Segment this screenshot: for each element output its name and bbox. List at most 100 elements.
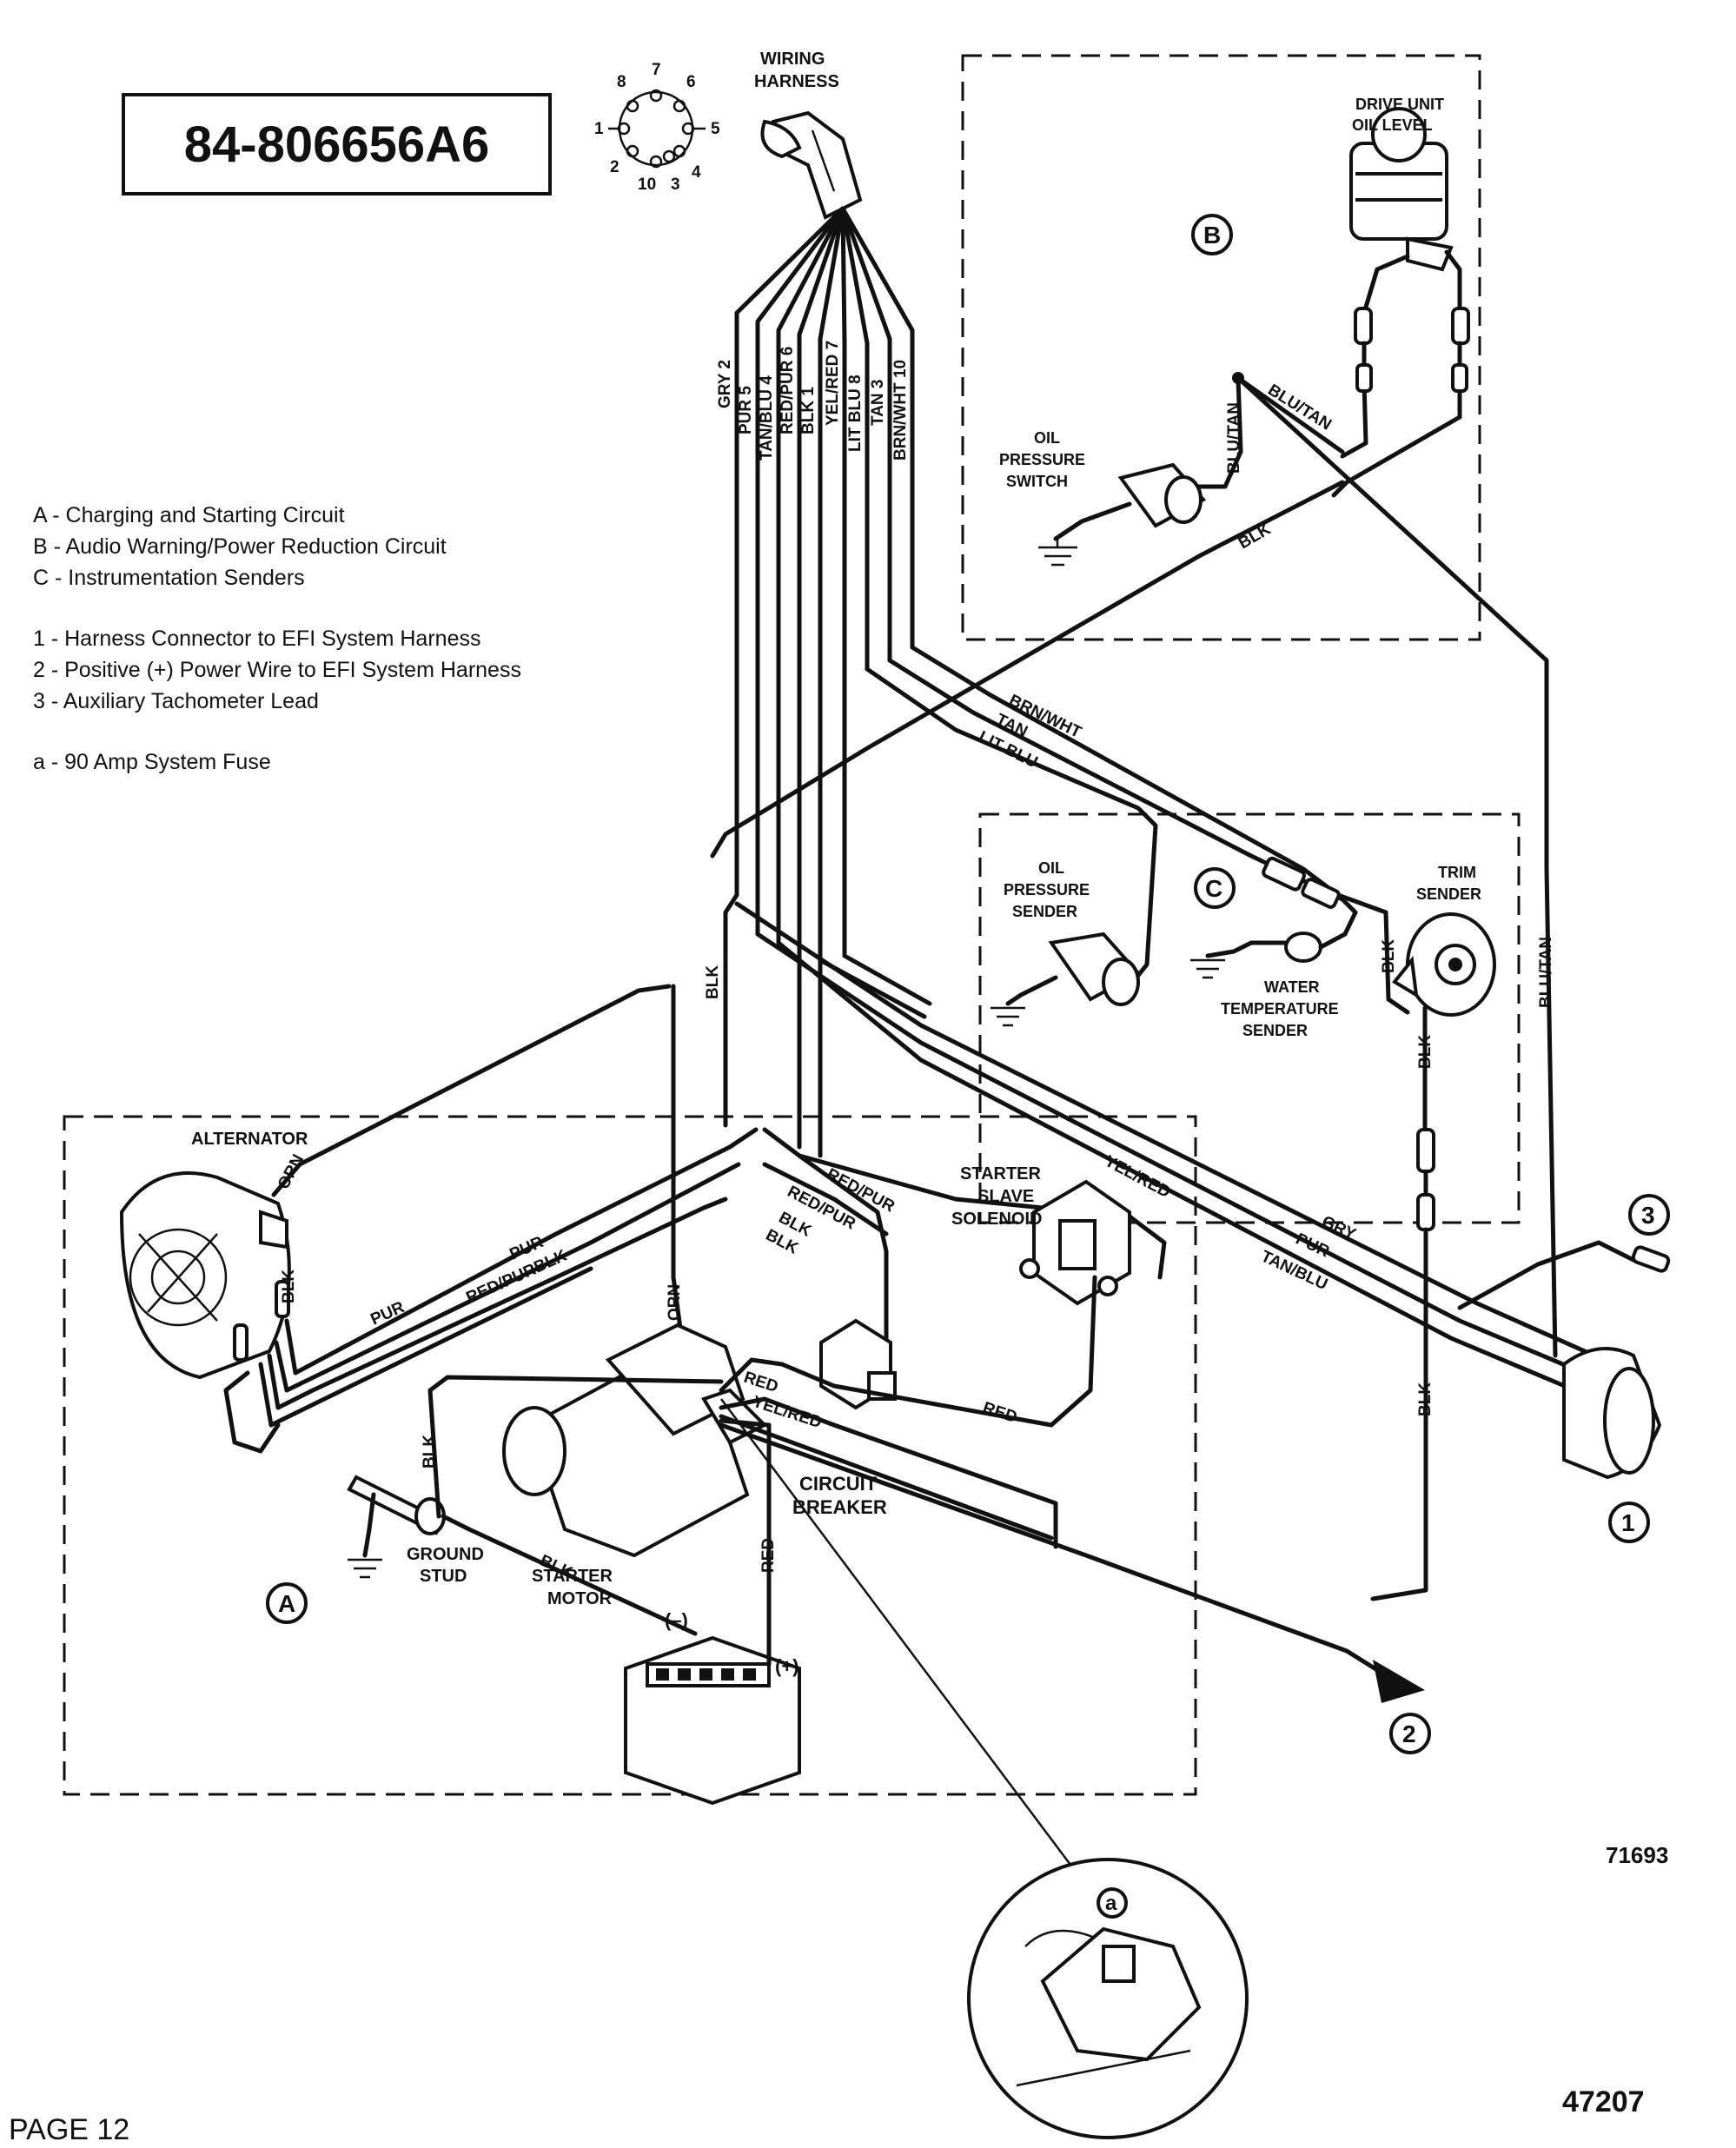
- legend-item-2: 2 - Positive (+) Power Wire to EFI Syste…: [33, 658, 521, 682]
- water-temp-label-3: SENDER: [1242, 1022, 1308, 1039]
- starter-slave-solenoid: [1019, 1179, 1131, 1306]
- oil-pressure-sender-label-1: OIL: [1038, 859, 1064, 877]
- drive-unit-oil-reservoir: [1331, 107, 1470, 498]
- starter-motor-label-2: MOTOR: [547, 1589, 613, 1608]
- wire-red-battery: RED: [759, 1538, 778, 1573]
- oil-pressure-sender-label-2: PRESSURE: [1004, 881, 1090, 898]
- wiring-harness-label-2: HARNESS: [754, 72, 839, 91]
- legend-item-3: 3 - Auxiliary Tachometer Lead: [33, 689, 319, 713]
- harness-wire-labels: GRY 2 PUR 5 TAN/BLU 4 RED/PUR 6 BLK 1 YE…: [716, 341, 910, 461]
- wire-orn-alt: ORN: [275, 1151, 308, 1192]
- part-number-box: 84-806656A6: [122, 93, 552, 196]
- wire-tan-blu-4: TAN/BLU 4: [758, 375, 776, 461]
- oil-pressure-switch-label-1: OIL: [1034, 429, 1060, 447]
- wire-orn-vertical: ORN: [666, 1284, 684, 1321]
- trim-sender-label-2: SENDER: [1416, 885, 1481, 903]
- battery-positive: (+): [775, 1655, 799, 1677]
- wire-blk-alt-vertical: BLK: [280, 1270, 298, 1303]
- callout-1: 1: [1621, 1509, 1635, 1536]
- trim-sender-label-1: TRIM: [1438, 864, 1476, 881]
- wire-red-2: RED: [980, 1399, 1019, 1427]
- pin-3: 3: [671, 176, 680, 194]
- page-number: PAGE 12: [9, 2113, 130, 2146]
- pin-4: 4: [692, 163, 701, 182]
- connector-pin-diagram: 7 6 8 1 5 2 10 3 4: [594, 61, 720, 194]
- legend-item-fuse: a - 90 Amp System Fuse: [33, 750, 271, 774]
- wire-gry-2: GRY 2: [716, 360, 734, 408]
- solenoid-label-3: SOLENOID: [951, 1210, 1042, 1229]
- starter-motor: [502, 1323, 768, 1558]
- wire-blu-tan-2: BLU/TAN: [1225, 402, 1243, 474]
- callout-a: A: [278, 1590, 295, 1617]
- legend-item-1: 1 - Harness Connector to EFI System Harn…: [33, 626, 481, 651]
- wire-red-1: RED: [741, 1369, 780, 1396]
- wire-pur-5: PUR 5: [737, 386, 755, 434]
- oil-pressure-switch-label-3: SWITCH: [1006, 473, 1068, 490]
- wire-blk-right: BLK: [1416, 1382, 1435, 1416]
- battery: [624, 1635, 801, 1806]
- pin-2: 2: [610, 158, 620, 176]
- wire-gry: GRY: [1319, 1212, 1359, 1243]
- pin-1: 1: [594, 120, 604, 138]
- callout-c-circle: [1194, 867, 1236, 909]
- figure-number-page: 47207: [1562, 2085, 1645, 2118]
- circuit-breaker-label-2: BREAKER: [792, 1496, 887, 1518]
- callout-a-lower-circle: [1097, 1887, 1128, 1919]
- ground-stud-label-2: STUD: [420, 1567, 467, 1586]
- ground-stud-label-1: GROUND: [407, 1545, 484, 1564]
- wire-blk-trim-2: BLK: [1416, 1035, 1435, 1069]
- circuit-box-b: [961, 54, 1481, 641]
- circuit-box-a: [63, 1115, 1197, 1796]
- callout-c: C: [1205, 875, 1222, 902]
- wire-blk-vertical: BLK: [704, 965, 722, 999]
- wire-blu-tan-1: BLU/TAN: [1264, 381, 1335, 434]
- arrow-positive-power: [1373, 1660, 1425, 1703]
- drive-unit-label-1: DRIVE UNIT: [1355, 96, 1444, 113]
- callout-a-circle: [266, 1582, 308, 1624]
- efi-harness-connector: [1562, 1347, 1662, 1480]
- oil-pressure-switch-label-2: PRESSURE: [999, 451, 1085, 468]
- fuse-inset: [967, 1858, 1249, 2139]
- battery-negative: (–): [665, 1609, 688, 1631]
- oil-pressure-sender: [991, 931, 1142, 1027]
- pin-8: 8: [617, 73, 626, 91]
- wiring-harness-label-1: WIRING: [760, 50, 825, 69]
- harness-wire-bundle: [723, 206, 1636, 1410]
- alternator: [119, 1171, 291, 1380]
- part-number: 84-806656A6: [183, 116, 490, 173]
- water-temperature-sender: [1190, 856, 1358, 979]
- alternator-label: ALTERNATOR: [191, 1130, 308, 1149]
- oil-pressure-sender-label-3: SENDER: [1012, 903, 1077, 920]
- solenoid-label-2: SLAVE: [977, 1187, 1034, 1206]
- trim-sender: [1370, 910, 1496, 1601]
- wire-lit-blu-8: LIT BLU 8: [846, 375, 865, 452]
- callout-1-circle: [1608, 1502, 1650, 1543]
- pin-7: 7: [652, 61, 661, 79]
- wire-blk-b: BLK: [1236, 520, 1275, 553]
- water-temp-label-2: TEMPERATURE: [1221, 1000, 1339, 1018]
- wire-red-pur-6: RED/PUR 6: [779, 347, 797, 434]
- oil-pressure-switch: [1038, 462, 1207, 567]
- pin-10: 10: [638, 176, 656, 194]
- wire-lit-blu: LIT BLU: [976, 728, 1041, 772]
- figure-number-diagram: 71693: [1606, 1842, 1669, 1868]
- callout-3: 3: [1641, 1202, 1655, 1229]
- water-temp-label-1: WATER: [1264, 978, 1320, 996]
- callout-2-circle: [1389, 1713, 1431, 1754]
- callout-a-lower: a: [1105, 1892, 1117, 1915]
- wire-blk-stud: BLK: [421, 1435, 439, 1468]
- wire-yel-red-1: YEL/RED: [1102, 1152, 1174, 1202]
- fuse-inset-pointer: [720, 1398, 1074, 1869]
- callout-b: B: [1203, 222, 1221, 249]
- callout-b-circle: [1191, 214, 1233, 255]
- wire-blk-trim-1: BLK: [1380, 939, 1398, 973]
- callout-2: 2: [1402, 1720, 1416, 1747]
- solenoid-label-1: STARTER: [960, 1164, 1042, 1183]
- circuit-box-c: [978, 812, 1521, 1224]
- wire-yel-red-7: YEL/RED 7: [824, 341, 842, 426]
- pin-5: 5: [711, 120, 720, 138]
- pin-6: 6: [686, 73, 696, 91]
- wire-blk-1: BLK 1: [799, 387, 818, 434]
- legend: A - Charging and Starting Circuit B - Au…: [33, 500, 521, 778]
